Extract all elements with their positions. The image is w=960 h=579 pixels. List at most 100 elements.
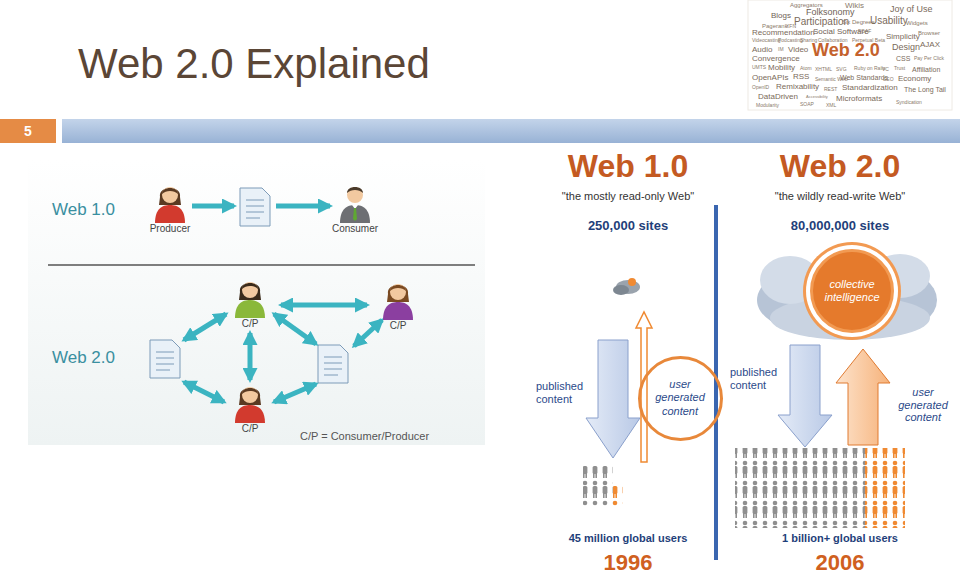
cloud-word: Atom	[800, 66, 812, 71]
cloud-word: IM	[778, 47, 784, 52]
cloud-word: Microformats	[836, 95, 882, 103]
site-count: 250,000 sites	[540, 219, 716, 234]
person-icon	[232, 278, 268, 318]
cloud-word: Blogs	[771, 12, 791, 20]
cloud-word: UMTS	[752, 65, 766, 70]
slide-number: 5	[0, 123, 56, 139]
published-arrow	[586, 340, 640, 458]
slide-title: Web 2.0 Explained	[78, 40, 430, 88]
cloud-word: Participation	[794, 17, 849, 27]
document-icon	[150, 340, 180, 378]
cloud-word: VC	[882, 67, 889, 72]
flow-arrow	[184, 382, 224, 402]
cloud-word: The Long Tail	[904, 86, 946, 93]
flow-arrow	[354, 320, 382, 346]
cloud-word: RSS	[793, 73, 809, 81]
cloud-word: SVG	[836, 67, 847, 72]
person-shape	[347, 187, 363, 193]
document-icon	[240, 188, 270, 226]
slide-number-box	[0, 119, 56, 143]
person-shape	[242, 388, 258, 394]
person-shape	[347, 187, 363, 203]
person-shape	[242, 387, 258, 403]
user-crowd	[583, 466, 613, 506]
document-icon	[150, 340, 180, 378]
year-label: 2006	[730, 550, 950, 575]
legend-note: C/P = Consumer/Producer	[300, 430, 470, 443]
person-shape	[239, 388, 261, 405]
cloud-word: REST	[824, 87, 837, 92]
era-subtitle: "the mostly read-only Web"	[540, 190, 716, 203]
document-icon	[318, 345, 348, 383]
cloud-word: Remixability	[776, 83, 819, 91]
person-shape	[155, 205, 185, 223]
cloud-word: Accessibility	[806, 95, 828, 99]
flow-arrow	[276, 204, 330, 209]
person-caption: C/P	[222, 318, 278, 330]
person-shape	[390, 285, 406, 291]
era-heading: Web 2.0	[730, 148, 950, 185]
year-label: 1996	[540, 550, 716, 575]
person-shape	[383, 302, 413, 320]
person-shape	[242, 283, 258, 289]
separator-line	[48, 264, 475, 266]
person-node: C/P	[222, 278, 278, 330]
cloud-word: Modularity	[756, 103, 779, 108]
divider-line	[714, 205, 718, 560]
document-icon	[240, 188, 270, 226]
cloud-word: SEO	[883, 77, 894, 82]
cloud-word: Audio	[752, 46, 772, 54]
person-shape	[162, 187, 178, 203]
cloud-shape	[613, 285, 629, 295]
highlight-circle: user generated content	[638, 356, 723, 441]
document-icons	[150, 188, 348, 383]
exchange-arrow	[248, 333, 253, 380]
cloud-word: Ruby on Rails	[854, 66, 885, 71]
flow-arrow	[184, 314, 226, 340]
cloud-word: Standardization	[842, 84, 898, 92]
exchange-arrow	[281, 303, 367, 308]
cloud-word: Recommendation	[752, 29, 815, 37]
flow-label: published content	[536, 380, 592, 405]
left-panel	[28, 160, 485, 445]
person-node: Producer	[140, 183, 200, 235]
era-subtitle: "the wildly read-write Web"	[730, 190, 950, 203]
person-icon	[232, 383, 268, 423]
user-crowd	[613, 486, 623, 506]
person-caption: C/P	[370, 320, 426, 332]
person-icon	[380, 280, 416, 320]
cloud-word: Trust	[894, 66, 905, 71]
user-crowd	[735, 448, 865, 528]
document-icon	[318, 345, 348, 383]
word-cloud-ground	[748, 0, 952, 110]
person-shape	[235, 300, 265, 318]
flow-label: published content	[730, 366, 786, 391]
circle-text: user generated content	[651, 378, 709, 418]
person-shape	[242, 282, 258, 298]
person-shape	[353, 208, 357, 221]
person-node: C/P	[370, 280, 426, 332]
cloud-word: AJAX	[920, 41, 940, 49]
person-shape	[340, 205, 370, 223]
small-cloud	[613, 278, 640, 295]
cloud-word: XHTML	[815, 67, 832, 72]
cloud-word: OpenID	[752, 85, 769, 90]
flow-arrow	[274, 384, 316, 402]
person-caption: C/P	[222, 423, 278, 435]
cloud-word: Joy of Use	[890, 5, 933, 14]
cloud-word: Web 2.0	[812, 41, 880, 59]
person-shape	[162, 188, 178, 194]
cloud-word: Videocasting	[752, 38, 781, 43]
user-crowd	[865, 448, 905, 528]
person-shape	[387, 285, 409, 302]
cloud-word: CSS	[896, 55, 910, 62]
highlight-circle: collective intelligence	[810, 249, 894, 333]
cloud-word: Syndication	[896, 100, 922, 105]
era-label: Web 2.0	[52, 348, 142, 368]
cloud-word: Pay Per Click	[914, 56, 944, 61]
cloud-word: Mobility	[768, 64, 795, 72]
person-icon	[337, 183, 373, 223]
person-node: Consumer	[325, 183, 385, 235]
cloud-word: Design	[892, 43, 920, 52]
flow-arrow	[274, 314, 316, 344]
